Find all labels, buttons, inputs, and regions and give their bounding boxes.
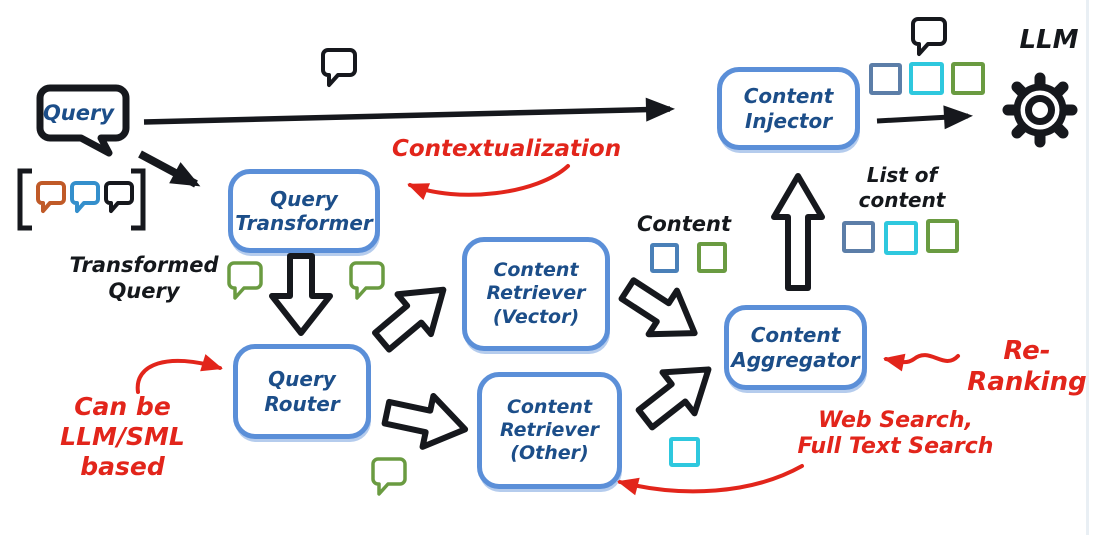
arrow-web-search [592, 448, 807, 503]
arrow-aggregator-to-injector [770, 171, 826, 293]
content-square-green-icon [697, 242, 727, 273]
llm-label: LLM [1019, 25, 1079, 55]
transformed-query-label: Transformed Query [58, 252, 230, 305]
transformed-query-line1: Transformed [69, 253, 219, 277]
annotation-re-ranking: Re-Ranking [967, 336, 1087, 398]
node-label: Injector [744, 108, 833, 133]
arrow-query-to-injector [140, 90, 705, 135]
node-label: Query [270, 186, 338, 211]
query-label: Query [42, 101, 115, 125]
speech-bubble-black-icon [908, 15, 948, 59]
node-content-retriever-other: Content Retriever (Other) [477, 372, 622, 489]
arrow-transformer-to-router [268, 252, 334, 337]
content-label: Content [636, 212, 732, 236]
speech-bubble-black-top-icon [318, 46, 360, 92]
node-label: Router [264, 391, 340, 416]
node-label: Content [743, 84, 834, 109]
node-label: (Other) [510, 442, 589, 465]
node-content-retriever-vector: Content Retriever (Vector) [462, 237, 610, 351]
speech-bubble-green-icon [224, 259, 264, 301]
content-square-steel-icon [842, 221, 875, 253]
annotation-web-search: Web Search, Full Text Search [768, 408, 1023, 461]
annotation-web-search-line2: Full Text Search [797, 434, 994, 460]
right-bracket-icon [131, 168, 146, 231]
speech-bubble-green-icon [368, 455, 410, 499]
speech-bubble-icon [36, 84, 130, 157]
speech-bubble-green-icon [346, 259, 386, 301]
annotation-can-be-line2: LLM/SML based [60, 422, 185, 481]
left-bracket-icon [17, 168, 32, 231]
content-square-cyan-icon [669, 437, 700, 467]
arrow-router-to-vector [370, 284, 458, 353]
node-label: Aggregator [731, 347, 860, 372]
annotation-contextualization: Contextualization [392, 136, 622, 162]
transformed-query-line2: Query [108, 279, 180, 304]
query-speech-bubble: Query [26, 82, 134, 160]
arrow-contextualization [388, 158, 573, 206]
arrow-vector-to-aggregator [616, 277, 704, 346]
content-square-cyan-icon [909, 62, 944, 95]
node-query-router: Query Router [233, 344, 371, 439]
list-of-content-line1: List of [866, 163, 938, 187]
arrow-router-to-other [381, 390, 470, 452]
content-square-green-icon [926, 219, 959, 253]
node-label: Retriever [499, 418, 600, 441]
list-of-content-line2: content [858, 188, 946, 212]
arrow-injector-to-llm [872, 100, 997, 136]
list-of-content-label: List of content [843, 163, 961, 213]
annotation-web-search-line1: Web Search, [818, 408, 973, 433]
speech-bubble-blue-icon [70, 181, 100, 213]
arrow-re-ranking [864, 341, 962, 379]
arrow-can-be [128, 346, 238, 396]
content-square-cyan-icon [884, 221, 918, 255]
node-label: Retriever [486, 282, 586, 305]
node-label: Content [493, 259, 579, 282]
node-label: Transformer [235, 211, 373, 235]
node-content-aggregator: Content Aggregator [724, 305, 867, 390]
node-content-injector: Content Injector [717, 67, 860, 150]
arrow-other-to-aggregator [635, 362, 724, 434]
speech-bubble-orange-icon [36, 181, 66, 213]
node-label: Query [268, 367, 336, 392]
content-square-green-icon [951, 62, 985, 95]
node-query-transformer: Query Transformer [228, 169, 380, 253]
query-variants-group [14, 166, 149, 234]
node-label: Content [750, 323, 841, 348]
node-label: Content [506, 395, 593, 418]
speech-bubble-black-icon [104, 181, 134, 213]
content-square-blue-icon [650, 243, 679, 273]
arrow-query-to-transformer [134, 148, 234, 208]
node-label: (Vector) [492, 305, 580, 328]
page-edge-line [1086, 0, 1089, 535]
content-square-steel-icon [869, 63, 902, 95]
annotation-can-be: Can be LLM/SML based [15, 392, 230, 482]
annotation-can-be-line1: Can be [74, 392, 171, 421]
gear-icon [998, 70, 1082, 152]
